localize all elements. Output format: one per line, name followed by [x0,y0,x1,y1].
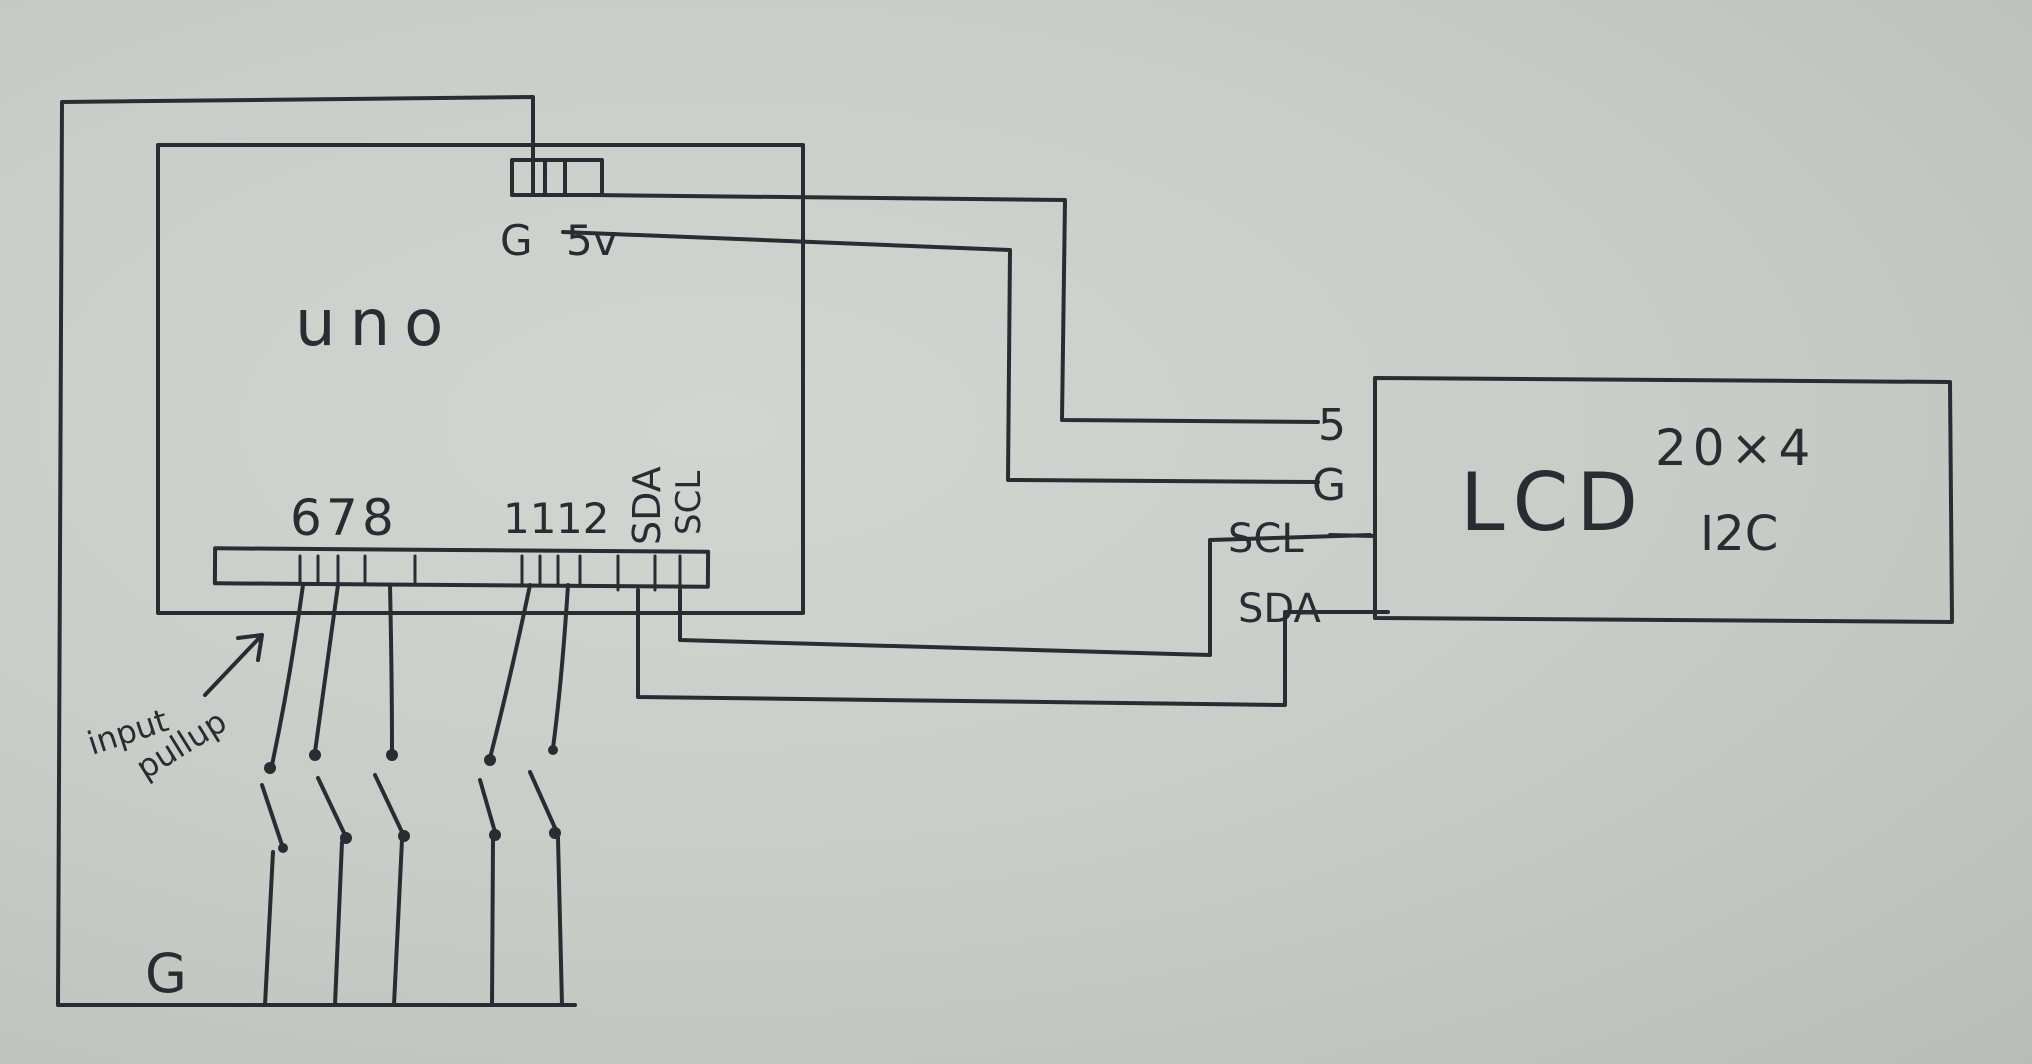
switch-pin-6 [260,762,288,1007]
pin-label-8: 8 [362,489,394,547]
ground-loop-wire [56,95,577,1007]
pin-header-strip [212,546,711,592]
lcd-bus-label: I2C [1700,506,1778,562]
board-name-label: uno [295,287,457,361]
power-g-label: G [500,216,533,265]
pin-label-12: 12 [556,494,609,543]
lcd-scl-pin [1328,533,1377,538]
ground-rail-label: G [145,942,187,1005]
power-5v-label: 5v [566,216,618,265]
pin-label-scl: SCL [669,471,709,535]
lcd-name-label: LCD [1460,456,1646,549]
wire-5v-to-lcd [588,193,1320,424]
wire-gnd-to-lcd [561,230,1320,484]
lcd-pin-g-label: G [1312,460,1346,511]
switch-pin-7 [309,749,352,1007]
pin-label-sda: SDA [625,466,669,545]
power-header [510,158,604,197]
uno-board-outline [156,143,805,615]
wire-sda-to-lcd [636,588,1390,707]
switch-pin-11 [478,754,501,1007]
pin-label-6: 6 [290,489,322,547]
pin-label-11: 11 [503,494,556,543]
pin-label-7: 7 [326,489,358,547]
pullup-arrow [203,633,264,697]
lcd-pin-scl-label: SCL [1228,516,1304,562]
switch-pin-12 [528,745,564,1007]
lcd-pin-5-label: 5 [1318,400,1346,451]
lcd-size-label: 20×4 [1655,419,1816,477]
lcd-pin-sda-label: SDA [1238,586,1321,632]
switch-wires [270,583,570,767]
wire-scl-to-lcd [678,533,1372,657]
switch-pin-8 [373,749,410,1007]
